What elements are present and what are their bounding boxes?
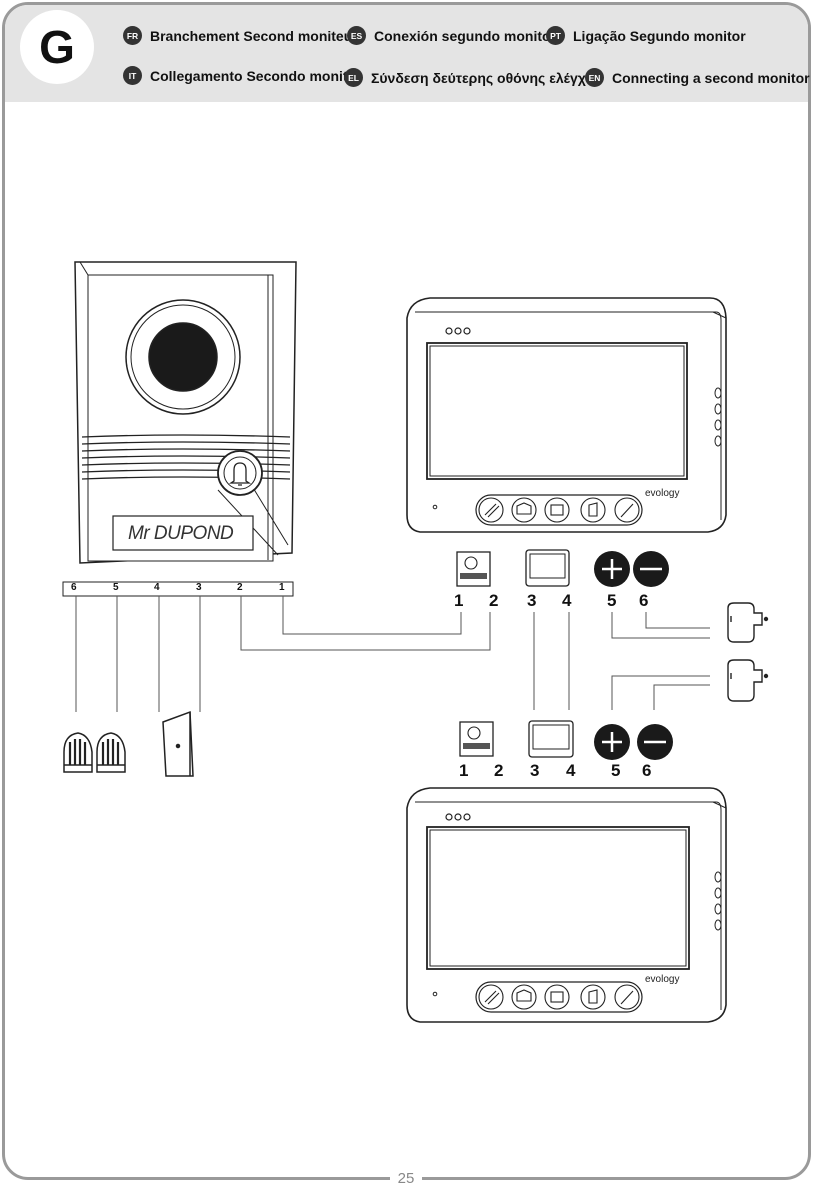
door-icon-2 [588,989,598,1004]
power-wires [611,612,710,710]
title-text-fr: Branchement Second moniteur [150,27,358,44]
lang-code-fr: FR [123,26,142,45]
page-number: 25 [390,1170,422,1187]
title-text-pt: Ligação Segundo monitor [573,27,746,44]
door-terminal-1: 1 [279,582,285,593]
power-supply-1 [727,602,769,643]
monitor-2 [406,787,727,1023]
nameplate-text: Mr DUPOND [128,523,234,544]
section-badge: G [20,10,94,84]
lang-code-it: IT [123,66,142,85]
title-en: EN Connecting a second monitor [585,68,810,87]
monitor-2-terminal-3: 3 [530,761,540,780]
monitor-1 [406,297,727,533]
title-text-el: Σύνδεση δεύτερης οθόνης ελέγχου [371,69,603,86]
title-it: IT Collegamento Secondo monitor [123,66,362,85]
monitor-2-brand: evology [645,974,680,985]
gate-icon-2 [516,989,532,1002]
bell-icon [228,462,252,486]
monitor-1-terminal-5: 5 [607,591,617,610]
gate-icon [516,502,532,515]
monitor-1-brand: evology [645,488,680,499]
monitor-2-terminal-4: 4 [566,761,576,780]
title-es: ES Conexión segundo monitor [347,26,556,45]
monitor-2-terminal-6: 6 [642,761,652,780]
monitor-2-terminal-5: 5 [611,761,621,780]
door-terminal-5: 5 [113,582,119,593]
monitor-1-terminal-6: 6 [639,591,649,610]
door-terminal-4: 4 [154,582,160,593]
lang-code-en: EN [585,68,604,87]
monitor-2-terminal-2: 2 [494,761,504,780]
title-fr: FR Branchement Second moniteur [123,26,358,45]
intercom-icon [484,503,500,518]
title-pt: PT Ligação Segundo monitor [546,26,746,45]
door-terminal-3: 3 [196,582,202,593]
title-el: EL Σύνδεση δεύτερης οθόνης ελέγχου [344,68,602,87]
lang-code-el: EL [344,68,363,87]
header-band [5,5,808,102]
lang-code-pt: PT [546,26,565,45]
title-text-es: Conexión segundo monitor [374,27,556,44]
title-text-en: Connecting a second monitor [612,69,810,86]
door-station [62,261,297,597]
camera-view-icon-2 [550,991,564,1003]
monitor-link-wires [533,612,570,710]
door-icon [588,502,598,517]
intercom-icon-2 [484,990,500,1005]
door-terminal-2: 2 [237,582,243,593]
title-text-it: Collegamento Secondo monitor [150,67,362,84]
monitor-1-terminal-4: 4 [562,591,572,610]
handset-icon [620,503,634,518]
monitor-2-terminal-1: 1 [459,761,469,780]
door-station-wires [75,596,491,712]
door-terminal-6: 6 [71,582,77,593]
monitor-1-terminal-2: 2 [489,591,499,610]
camera-view-icon [550,504,564,516]
gate-motor-icons [63,732,126,773]
handset-icon-2 [620,990,634,1005]
connector-icons-monitor-2 [459,720,673,760]
monitor-1-terminal-3: 3 [527,591,537,610]
lang-code-es: ES [347,26,366,45]
connector-icons-monitor-1 [456,549,669,587]
door-lock-icon [162,710,194,777]
power-supply-2 [727,659,769,702]
monitor-1-terminal-1: 1 [454,591,464,610]
